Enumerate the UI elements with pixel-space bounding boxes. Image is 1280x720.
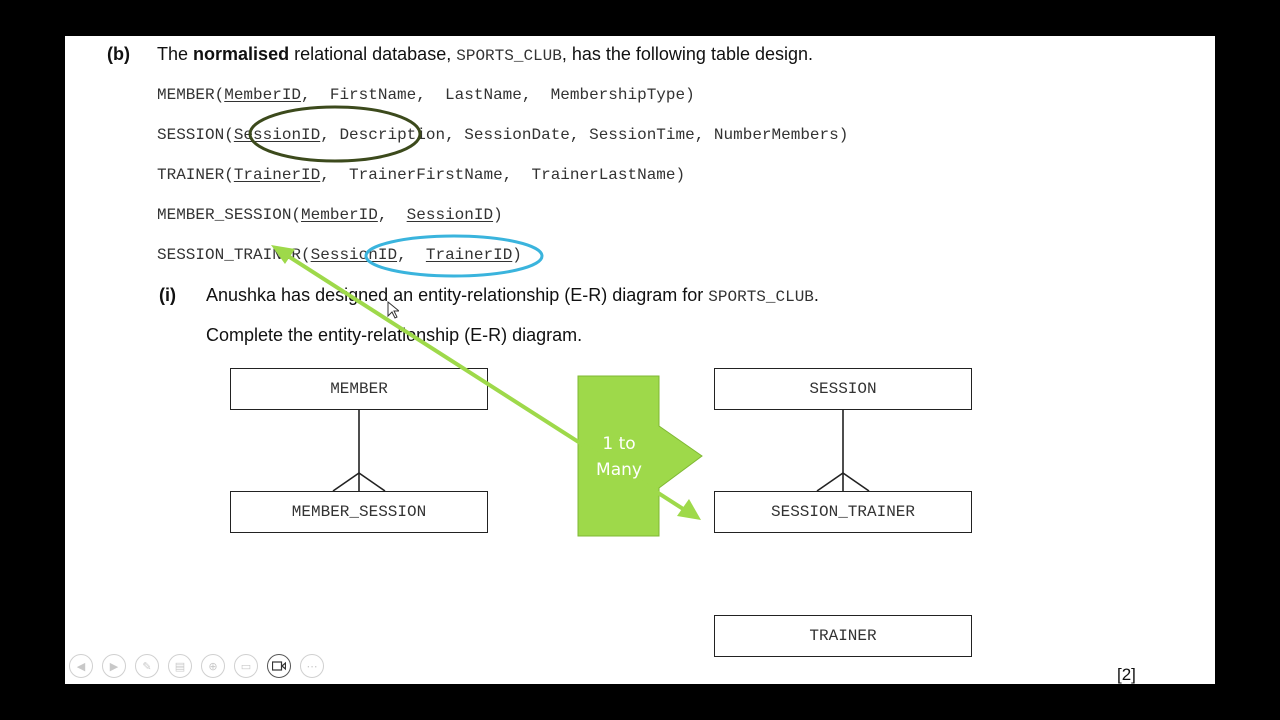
entity-member: MEMBER xyxy=(230,368,488,410)
annotation-layer xyxy=(248,105,870,537)
entity-member-session: MEMBER_SESSION xyxy=(230,491,488,533)
camera-icon[interactable] xyxy=(267,654,291,678)
composite-key-2: SessionID xyxy=(406,206,494,224)
slide-page: (b) The normalised relational database, … xyxy=(65,36,1215,684)
table-member: MEMBER(MemberID, FirstName, LastName, Me… xyxy=(157,86,695,104)
table-session-trainer: SESSION_TRAINER(SessionID, TrainerID) xyxy=(157,246,522,264)
composite-key-1: MemberID xyxy=(301,206,378,224)
subpart-label: (i) xyxy=(159,285,176,305)
pen-icon[interactable]: ✎ xyxy=(135,654,159,678)
presentation-toolbar: ◀ ▶ ✎ ▤ ⊕ ▭ ⋯ xyxy=(69,654,324,678)
primary-key: SessionID xyxy=(233,126,321,144)
more-icon[interactable]: ⋯ xyxy=(300,654,324,678)
marks-label: [2] xyxy=(1117,665,1136,684)
entity-session: SESSION xyxy=(714,368,972,410)
primary-key: TrainerID xyxy=(233,166,321,184)
intro-bold: normalised xyxy=(193,44,290,64)
instruction-text: Complete the entity-relationship (E-R) d… xyxy=(206,325,583,345)
subpart-text: Anushka has designed an entity-relations… xyxy=(206,285,819,306)
composite-key-2: TrainerID xyxy=(425,246,513,264)
relationship-member-member-session xyxy=(332,410,386,492)
next-icon[interactable]: ▶ xyxy=(102,654,126,678)
entity-trainer: TRAINER xyxy=(714,615,972,657)
composite-key-1: SessionID xyxy=(310,246,398,264)
part-label: (b) xyxy=(107,44,130,64)
relationship-session-session-trainer xyxy=(816,410,870,492)
table-member-session: MEMBER_SESSION(MemberID, SessionID) xyxy=(157,206,503,224)
intro-pre: The xyxy=(157,44,189,64)
zoom-icon[interactable]: ⊕ xyxy=(201,654,225,678)
prev-icon[interactable]: ◀ xyxy=(69,654,93,678)
callout-label: 1 to Many xyxy=(596,434,642,480)
mouse-cursor-icon xyxy=(387,301,399,319)
slides-icon[interactable]: ▤ xyxy=(168,654,192,678)
db-name: SPORTS_CLUB xyxy=(456,47,562,65)
question-intro: The normalised relational database, SPOR… xyxy=(157,44,813,65)
pointer-arrow xyxy=(271,245,701,520)
subtitles-icon[interactable]: ▭ xyxy=(234,654,258,678)
table-session: SESSION(SessionID, Description, SessionD… xyxy=(157,126,849,144)
intro-post: , has the following table design. xyxy=(561,44,814,64)
highlight-circle-sessionid xyxy=(248,105,422,163)
intro-mid: relational database, xyxy=(294,44,452,64)
entity-session-trainer: SESSION_TRAINER xyxy=(714,491,972,533)
table-trainer: TRAINER(TrainerID, TrainerFirstName, Tra… xyxy=(157,166,686,184)
highlight-circle-session-trainer-key xyxy=(364,234,544,278)
primary-key: MemberID xyxy=(224,86,302,104)
callout-arrow-shape xyxy=(577,375,703,537)
